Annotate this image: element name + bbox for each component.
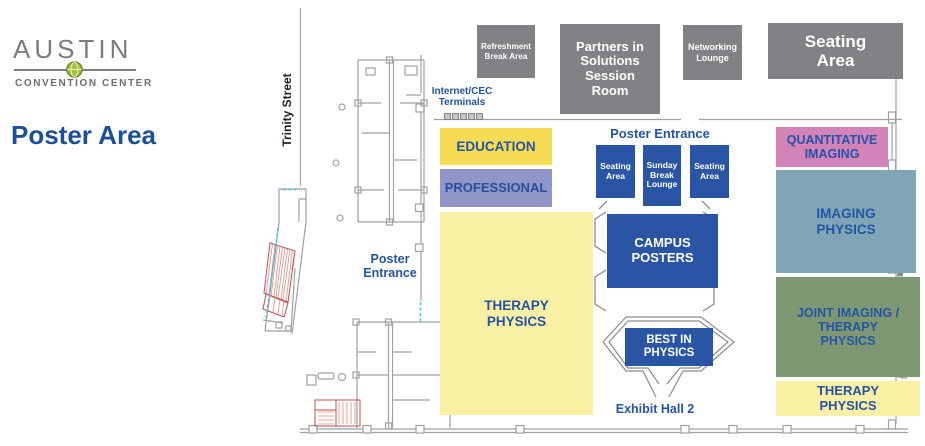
area-education: EDUCATION	[440, 128, 552, 165]
area-campus-posters: CAMPUS POSTERS	[607, 214, 718, 288]
area-label: THERAPY PHYSICS	[816, 382, 880, 413]
austin-logo: AUSTIN CONVENTION CENTER	[13, 34, 223, 89]
internet-terminals-label: Internet/CEC Terminals	[431, 86, 493, 109]
area-professional: PROFESSIONAL	[440, 169, 552, 207]
area-label: EDUCATION	[456, 138, 536, 154]
entrance-dashes	[265, 188, 422, 323]
area-therapy-physics-left: THERAPY PHYSICS	[440, 212, 593, 415]
area-label: QUANTITATIVE IMAGING	[786, 133, 878, 161]
escalator-red-hatch	[262, 242, 361, 427]
area-seating-1: Seating Area	[596, 145, 635, 198]
area-quantitative-imaging: QUANTITATIVE IMAGING	[776, 127, 888, 167]
area-networking-lounge: Networking Lounge	[683, 25, 742, 80]
terminal-icon	[476, 113, 483, 120]
area-joint-imaging-therapy: JOINT IMAGING / THERAPY PHYSICS	[776, 277, 920, 377]
poster-entrance-left-label: Poster Entrance	[363, 252, 417, 280]
area-label: PROFESSIONAL	[444, 179, 548, 195]
area-seating-top: Seating Area	[768, 23, 903, 79]
exhibit-hall-label: Exhibit Hall 2	[615, 402, 695, 416]
area-label: Networking Lounge	[687, 42, 737, 63]
area-label: Seating Area	[804, 31, 867, 70]
area-sunday-break-lounge: Sunday Break Lounge	[643, 145, 681, 206]
area-seating-2: Seating Area	[690, 145, 729, 198]
area-refreshment-break: Refreshment Break Area	[477, 25, 535, 78]
escalator-shaft	[262, 188, 307, 335]
area-therapy-physics-right: THERAPY PHYSICS	[776, 381, 920, 416]
poster-entrance-top-label: Poster Entrance	[610, 126, 710, 141]
logo-subtitle: CONVENTION CENTER	[15, 78, 153, 89]
area-label: BEST IN PHYSICS	[643, 334, 695, 359]
area-label: Sunday Break Lounge	[646, 160, 678, 190]
terminal-icon	[444, 113, 451, 120]
page-title: Poster Area	[11, 120, 156, 150]
terminal-icon	[460, 113, 467, 120]
left-hall-wall	[406, 55, 425, 301]
terminal-icons	[444, 113, 483, 120]
area-label: Seating Area	[600, 160, 631, 181]
area-imaging-physics: IMAGING PHYSICS	[776, 170, 916, 273]
bottom-wall	[300, 424, 908, 434]
area-label: Partners in Solutions Session Room	[576, 38, 644, 98]
area-label: CAMPUS POSTERS	[631, 235, 694, 265]
terminal-icon	[468, 113, 475, 120]
area-label: Refreshment Break Area	[480, 42, 532, 61]
room-block-bottom-left	[306, 318, 454, 430]
logo-title: AUSTIN	[13, 34, 133, 64]
area-label: JOINT IMAGING / THERAPY PHYSICS	[796, 306, 900, 348]
campus-posters-frame	[594, 200, 715, 312]
area-label: IMAGING PHYSICS	[816, 206, 876, 237]
terminal-icon	[452, 113, 459, 120]
area-label: THERAPY PHYSICS	[484, 298, 549, 329]
area-label: Seating Area	[694, 160, 725, 181]
room-block-top-left	[332, 56, 428, 226]
area-partners-sessions: Partners in Solutions Session Room	[560, 24, 660, 114]
area-best-in-physics: BEST IN PHYSICS	[625, 328, 713, 366]
best-in-physics-frame	[602, 316, 735, 398]
